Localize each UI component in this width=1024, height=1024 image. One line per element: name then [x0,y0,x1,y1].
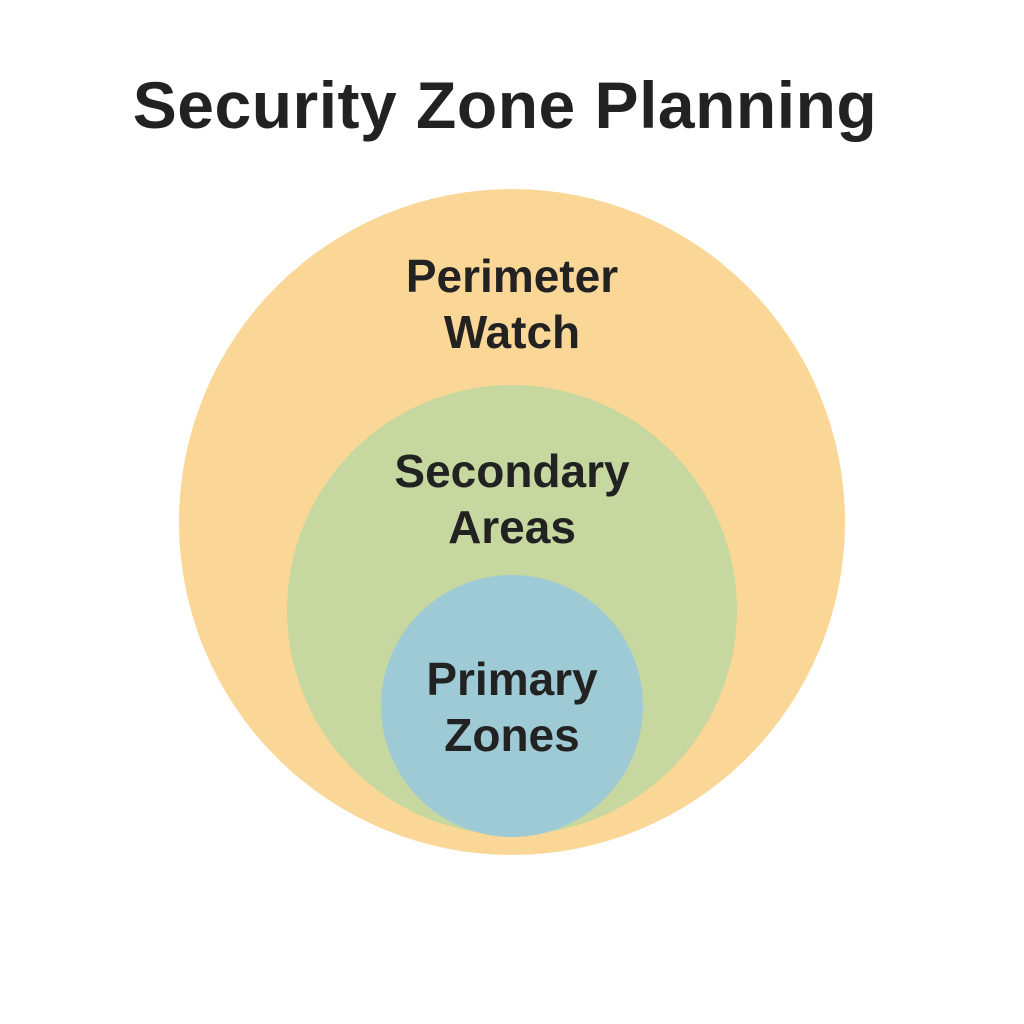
zone-label-line: Primary [426,653,598,705]
zone-label-perimeter-watch: Perimeter Watch [312,248,712,360]
zone-label-secondary-areas: Secondary Areas [312,443,712,555]
zone-label-line: Watch [443,306,581,358]
zone-label-line: Perimeter [405,250,619,302]
zone-label-line: Zones [444,709,580,761]
zone-circle-inner [381,575,643,837]
zone-label-line: Secondary [394,445,630,497]
zone-label-line: Areas [448,501,576,553]
zone-label-primary-zones: Primary Zones [362,651,662,763]
diagram-title: Security Zone Planning [132,68,878,142]
